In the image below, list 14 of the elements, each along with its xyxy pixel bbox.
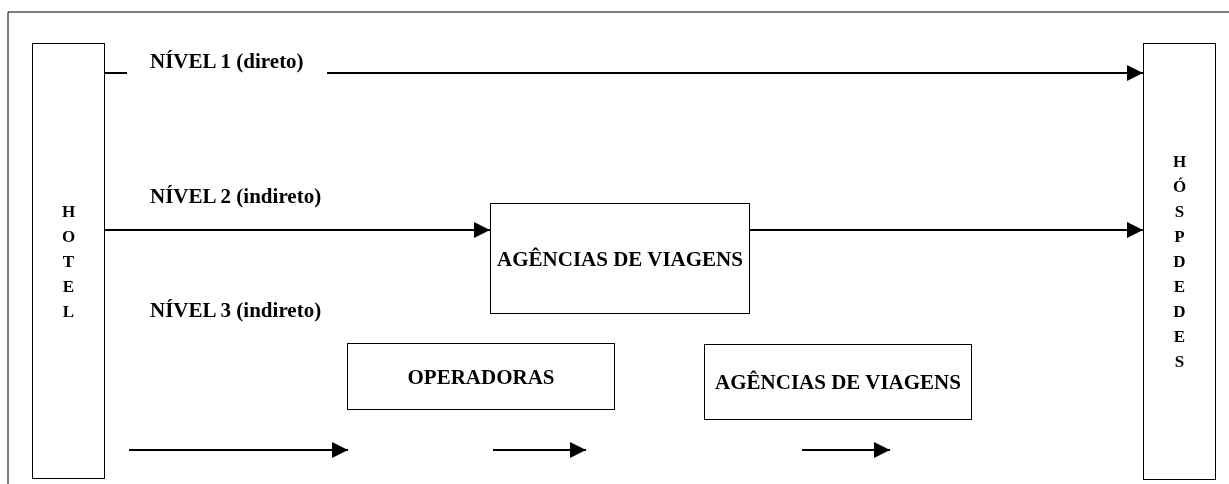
box-text: AGÊNCIAS DE VIAGENS bbox=[715, 369, 961, 395]
process-box bbox=[347, 343, 615, 410]
vertical-box bbox=[32, 43, 105, 479]
level-label: NÍVEL 2 (indireto) bbox=[150, 183, 322, 209]
level-label: NÍVEL 3 (indireto) bbox=[150, 297, 322, 323]
arrow bbox=[104, 222, 491, 238]
box-text: HOTEL bbox=[60, 200, 77, 323]
vertical-box bbox=[1143, 43, 1216, 480]
process-box bbox=[704, 344, 972, 420]
box-text: AGÊNCIAS DE VIAGENS bbox=[497, 245, 743, 272]
arrow bbox=[749, 222, 1144, 238]
process-box bbox=[490, 203, 750, 314]
box-text: HÓSPDEDES bbox=[1171, 151, 1188, 373]
box-text: OPERADORAS bbox=[407, 363, 555, 390]
